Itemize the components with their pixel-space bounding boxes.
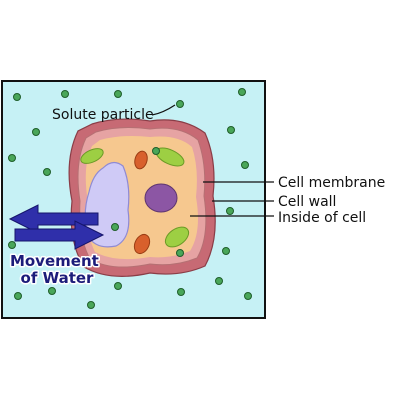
movement-label-line1: Movement xyxy=(10,252,99,270)
solute-particle xyxy=(176,249,184,257)
movement-of-water-label: Movement of Water xyxy=(10,252,104,287)
arrow-right xyxy=(14,220,105,250)
movement-label-line2: of Water xyxy=(21,269,95,287)
solute-particle xyxy=(244,292,252,300)
solute-particle xyxy=(177,288,185,296)
solute-particle xyxy=(32,128,40,136)
nucleus xyxy=(144,183,178,213)
solute-particles xyxy=(8,88,252,309)
mitochondrion xyxy=(133,233,151,255)
solute-particle xyxy=(8,241,16,249)
solute-particle xyxy=(87,301,95,309)
chloroplast xyxy=(164,226,190,248)
solute-particle-label: Solute particle xyxy=(52,107,154,123)
solute-particle xyxy=(114,90,122,98)
cell-membrane-label: Cell membrane xyxy=(278,175,385,191)
solute-particle xyxy=(8,154,16,162)
solute-particle xyxy=(61,90,69,98)
water-movement-arrows xyxy=(8,204,105,250)
solute-particle xyxy=(176,100,184,108)
solute-particle xyxy=(14,292,22,300)
solute-particle xyxy=(111,223,119,231)
chloroplast xyxy=(80,148,104,164)
solute-particle xyxy=(152,147,160,155)
solute-particle-leader xyxy=(151,104,176,116)
mitochondrion xyxy=(134,150,148,170)
solute-particle xyxy=(114,282,122,290)
solute-particle xyxy=(227,126,235,134)
solute-particle xyxy=(222,247,230,255)
solute-particle xyxy=(215,277,223,285)
solute-particle xyxy=(241,161,249,169)
solute-particle xyxy=(226,207,234,215)
solute-particle xyxy=(48,287,56,295)
solute-particle xyxy=(13,93,21,101)
solute-particle xyxy=(238,88,246,96)
solute-particle xyxy=(43,168,51,176)
cell-wall-label: Cell wall xyxy=(278,194,336,210)
inside-of-cell-label: Inside of cell xyxy=(278,210,366,226)
